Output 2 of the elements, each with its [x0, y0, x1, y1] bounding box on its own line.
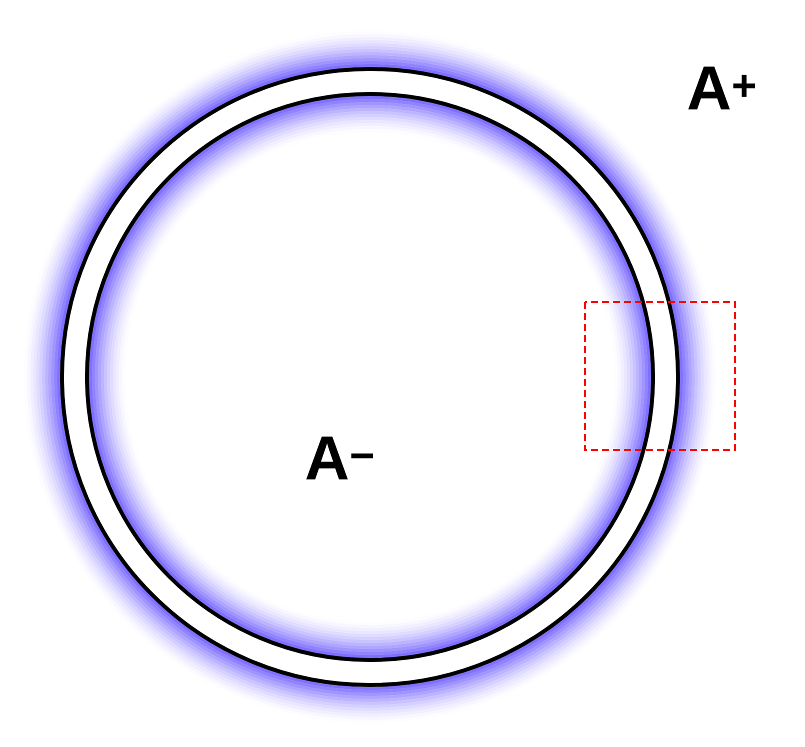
ion-label: A$^{−}$ [306, 436, 374, 480]
ring [60, 67, 680, 687]
